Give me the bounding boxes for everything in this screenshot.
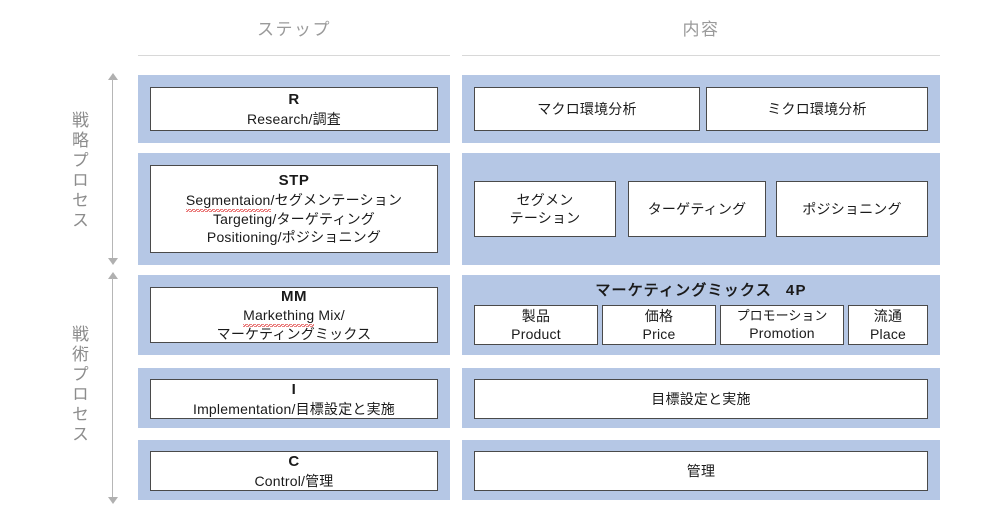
column-rule-step <box>138 55 450 56</box>
content-box-label: 目標設定と実施 <box>651 390 751 407</box>
content-box-implementation: 目標設定と実施 <box>474 379 928 419</box>
step-box-stp: STP Segmentaion/セグメンテーション Targeting/ターゲテ… <box>150 165 438 253</box>
step-line-mm-1: マーケティングミックス <box>216 325 372 342</box>
step-line-stp-0: Segmentaion/セグメンテーション <box>185 191 403 213</box>
step-title-mm: MM <box>281 287 307 305</box>
step-box-implementation: I Implementation/目標設定と実施 <box>150 379 438 419</box>
content-box-label-en: Product <box>511 326 561 342</box>
content-box-label: ミクロ環境分析 <box>767 100 867 117</box>
step-line-mm-0: Markething Mix/ <box>243 306 345 328</box>
step-box-mm: MM Markething Mix/ マーケティングミックス <box>150 287 438 343</box>
content-box-label-en: Promotion <box>749 325 815 342</box>
step-title-research: R <box>288 90 300 108</box>
band-step-stp: STP Segmentaion/セグメンテーション Targeting/ターゲテ… <box>138 153 450 265</box>
band-content-implementation: 目標設定と実施 <box>462 368 940 428</box>
step-title-control: C <box>288 452 300 470</box>
arrow-head-down-icon <box>108 258 118 265</box>
content-box-label-jp: 製品 <box>521 307 551 324</box>
step-line-stp-2: Positioning/ポジショニング <box>206 229 382 246</box>
content-box-label: ターゲティング <box>647 200 747 217</box>
step-line-implementation-0: Implementation/目標設定と実施 <box>192 400 395 417</box>
band-step-mm: MM Markething Mix/ マーケティングミックス <box>138 275 450 355</box>
content-box-targeting: ターゲティング <box>628 181 766 237</box>
band-content-stp: セグメン テーション ターゲティング ポジショニング <box>462 153 940 265</box>
step-line-stp-0-rest: /セグメンテーション <box>270 192 403 209</box>
arrow-head-down-icon <box>108 497 118 504</box>
band-content-control: 管理 <box>462 440 940 500</box>
content-box-label-2: テーション <box>509 210 581 226</box>
arrow-shaft <box>112 79 113 259</box>
content-box-positioning: ポジショニング <box>776 181 928 237</box>
process-label-strategy: 戦略プロセス <box>69 111 88 231</box>
content-box-segmentation: セグメン テーション <box>474 181 616 237</box>
step-box-research: R Research/調査 <box>150 87 438 131</box>
band-content-research: マクロ環境分析 ミクロ環境分析 <box>462 75 940 143</box>
double-arrow-icon-strategy <box>105 73 121 265</box>
misspelled-word-markething: Markething <box>243 307 315 328</box>
content-box-label: 管理 <box>686 462 716 479</box>
misspelled-word-segmentaion: Segmentaion <box>185 192 271 213</box>
content-heading-suffix: 4P <box>785 282 807 299</box>
content-box-micro-analysis: ミクロ環境分析 <box>706 87 928 131</box>
step-line-mm-0-rest: Mix/ <box>314 307 345 324</box>
content-box-promotion: プロモーション Promotion <box>720 305 844 345</box>
content-box-place: 流通 Place <box>848 305 928 345</box>
band-step-control: C Control/管理 <box>138 440 450 500</box>
step-line-research-0: Research/調査 <box>246 110 341 127</box>
content-heading-text: マーケティングミックス <box>595 282 772 299</box>
step-title-stp: STP <box>278 172 310 190</box>
column-header-step: ステップ <box>257 20 331 39</box>
arrow-head-up-icon <box>108 73 118 80</box>
column-header-content: 内容 <box>682 20 720 39</box>
content-box-label: マクロ環境分析 <box>537 100 637 117</box>
content-box-label-en: Price <box>642 326 676 342</box>
band-step-implementation: I Implementation/目標設定と実施 <box>138 368 450 428</box>
content-box-label-jp: 価格 <box>644 307 674 324</box>
content-box-control: 管理 <box>474 451 928 491</box>
content-box-label: セグメン <box>516 191 574 208</box>
content-box-price: 価格 Price <box>602 305 716 345</box>
column-rule-content <box>462 55 940 56</box>
content-box-label-en: Place <box>869 326 907 342</box>
content-box-product: 製品 Product <box>474 305 598 345</box>
content-box-label-jp: 流通 <box>873 307 903 324</box>
content-box-label-jp: プロモーション <box>736 308 828 324</box>
process-label-tactics: 戦術プロセス <box>69 325 88 445</box>
arrow-shaft <box>112 278 113 498</box>
content-box-label: ポジショニング <box>802 200 902 217</box>
step-line-control-0: Control/管理 <box>254 472 334 489</box>
content-box-macro-analysis: マクロ環境分析 <box>474 87 700 131</box>
step-box-control: C Control/管理 <box>150 451 438 491</box>
band-step-research: R Research/調査 <box>138 75 450 143</box>
step-line-stp-1: Targeting/ターゲティング <box>212 210 376 227</box>
step-title-implementation: I <box>291 380 297 398</box>
arrow-head-up-icon <box>108 272 118 279</box>
band-content-mm: マーケティングミックス 4P 製品 Product 価格 Price プロモーショ… <box>462 275 940 355</box>
double-arrow-icon-tactics <box>105 272 121 504</box>
content-heading-marketing-mix: マーケティングミックス 4P <box>462 279 940 300</box>
